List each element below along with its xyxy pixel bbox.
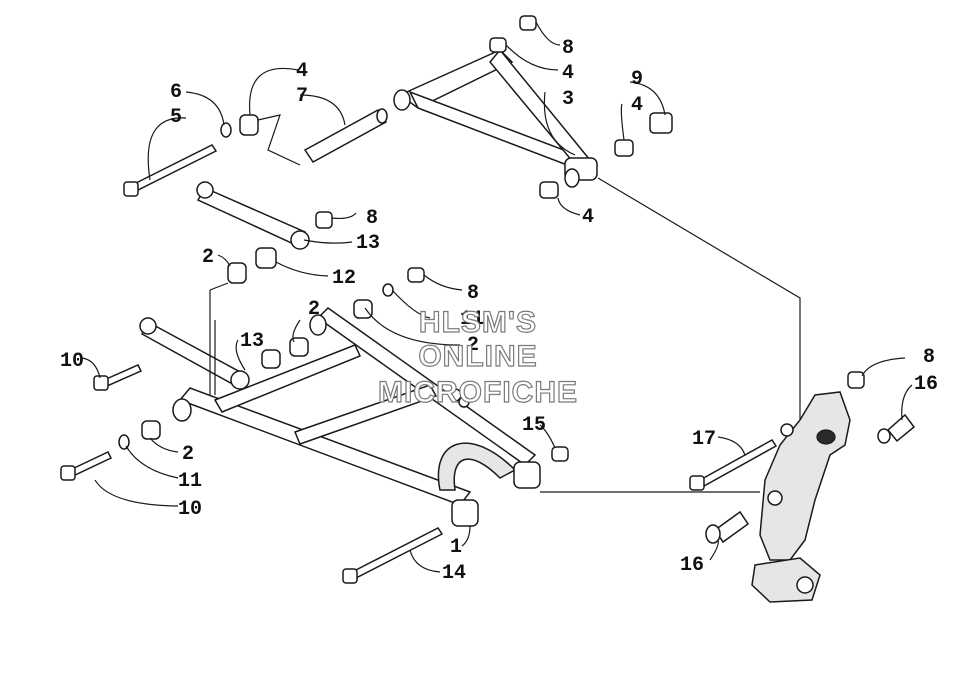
link-13-lower: [139, 317, 250, 390]
callout-label: 15: [522, 414, 546, 437]
callout-label: 12: [332, 267, 356, 290]
callout-label: 4: [296, 60, 308, 83]
callout-label: 16: [680, 554, 704, 577]
callout-label: 11: [460, 308, 484, 331]
callout-label: 13: [240, 330, 264, 353]
bushing-2-a: [227, 262, 247, 284]
bolt-5: [123, 144, 218, 197]
steering-knuckle[interactable]: [751, 391, 851, 603]
bolt-14: [342, 527, 444, 584]
bushing-2-b: [289, 337, 309, 357]
callout-label: 2: [182, 443, 194, 466]
washer-11-lower: [118, 434, 130, 450]
callout-label: 13: [356, 232, 380, 255]
callout-label: 6: [170, 81, 182, 104]
callout-label: 4: [582, 206, 594, 229]
callout-label: 7: [296, 85, 308, 108]
tube-7: [303, 108, 388, 163]
callout-label: 11: [178, 470, 202, 493]
callout-labels: 8 4 9 4 3 6 5 4 7 8 13 4 2 12 8 11 2 2 1…: [60, 37, 938, 585]
bushing-4-right: [614, 139, 634, 157]
callout-label: 17: [692, 428, 716, 451]
lower-a-arm[interactable]: [172, 307, 541, 527]
callout-label: 2: [308, 298, 320, 321]
bolt-10-upper: [93, 364, 143, 391]
nut-8-link: [315, 211, 333, 229]
spacer-12: [255, 247, 277, 269]
bushing-4-upper-left: [239, 114, 259, 136]
callout-leaders: [81, 21, 913, 573]
nut-8-top: [519, 15, 537, 31]
bolt-10-lower: [60, 451, 113, 481]
link-13-upper: [196, 181, 310, 250]
callout-label: 14: [442, 562, 466, 585]
upper-a-arm[interactable]: [393, 48, 598, 188]
leader-zigzag: [257, 114, 301, 166]
washer-6: [220, 122, 232, 138]
washer-11-upper: [382, 283, 394, 297]
watermark-line-3: MICROFICHE: [378, 376, 578, 409]
callout-label: 4: [562, 62, 574, 85]
callout-label: 10: [60, 350, 84, 373]
watermark-line-1: HLSM'S: [419, 306, 537, 339]
bushing-16-lower: [705, 510, 750, 544]
callout-label: 1: [450, 536, 462, 559]
callout-label: 16: [914, 373, 938, 396]
leader-bushing-stub: [209, 282, 229, 291]
nut-15: [551, 446, 569, 462]
watermark: HLSM'S ONLINE MICROFICHE: [377, 305, 578, 409]
callout-label: 2: [202, 246, 214, 269]
callout-label: 8: [562, 37, 574, 60]
nut-8-lower: [407, 267, 425, 283]
bushing-13: [261, 349, 281, 369]
watermark-line-2: ONLINE: [418, 340, 537, 373]
bushing-2-c: [353, 299, 373, 319]
callout-label: 9: [631, 68, 643, 91]
bolt-17: [689, 439, 778, 491]
bushing-4-top: [489, 37, 507, 53]
callout-label: 8: [467, 282, 479, 305]
callout-label: 10: [178, 498, 202, 521]
callout-label: 4: [631, 94, 643, 117]
sleeve-9: [649, 112, 673, 134]
bushing-16-upper: [877, 413, 916, 444]
bushing-2-d: [141, 420, 161, 440]
callout-label: 8: [923, 346, 935, 369]
callout-label: 3: [562, 88, 574, 111]
small-nut-a: [448, 388, 462, 402]
bushing-4-lower: [539, 181, 559, 199]
callout-label: 5: [170, 106, 182, 129]
small-nut-b: [458, 396, 470, 408]
callout-label: 8: [366, 207, 378, 230]
leader-upper-arm-to-knuckle: [597, 177, 801, 420]
nut-8-knuckle: [847, 371, 865, 389]
callout-label: 2: [467, 334, 479, 357]
